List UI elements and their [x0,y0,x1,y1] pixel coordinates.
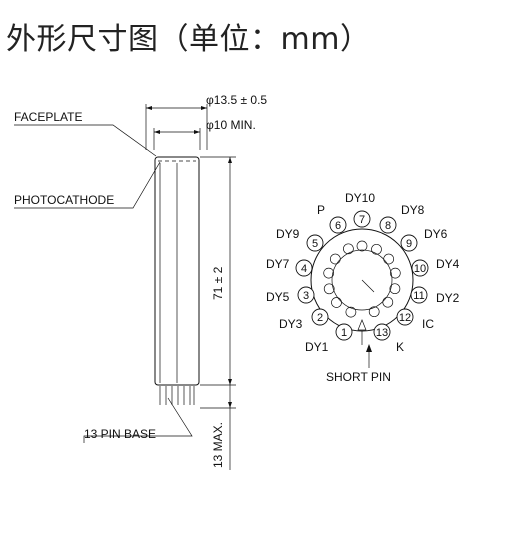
length-label: 71 ± 2 [211,266,225,300]
pin-name: DY2 [436,291,460,305]
pin-socket [382,296,394,308]
pin-circle [297,286,315,304]
pin-number: 6 [335,220,341,232]
pin-name: DY5 [266,290,290,304]
page-title: 外形尺寸图（单位：mm） [6,22,371,57]
pin-name: K [396,340,404,354]
pin-socket [329,253,341,265]
pin-socket [323,283,335,295]
diameter-min-label: φ10 MIN. [206,118,256,132]
faceplate-label: FACEPLATE [14,110,82,124]
pin-name: DY9 [276,227,300,241]
pin-socket [331,297,342,308]
pin-circle [306,234,324,252]
pin-circle [410,286,428,304]
pin-number: 7 [359,214,365,226]
pin-number: 8 [385,220,391,232]
pin-circle [329,216,347,234]
pin-name: DY1 [305,340,329,354]
tube-side-view [14,104,236,470]
pin-circle [311,308,329,326]
pin-socket [371,243,382,255]
pin-number: 2 [317,312,323,324]
base-pins [159,386,195,405]
pin-name: DY10 [345,191,375,205]
pin-circle [373,323,391,341]
pin-name: IC [422,317,434,331]
pin-circle [396,308,414,326]
pin-number: 12 [399,312,411,324]
pin-socket [389,283,401,295]
pin-socket [345,306,357,318]
pin-name: DY3 [279,317,303,331]
pin-number: 9 [406,238,412,250]
base-inner-circle [331,249,393,311]
pin-number: 10 [414,263,426,275]
pin-number: 5 [312,238,318,250]
pin-socket [389,267,401,279]
photocathode-label: PHOTOCATHODE [14,193,114,207]
pin-number: 11 [413,290,424,302]
pin-socket [323,267,335,279]
tube-body [154,156,200,386]
short-pin-label: SHORT PIN [326,370,391,384]
pin-name: DY6 [424,227,448,241]
base-max-label: 13 MAX. [211,422,225,468]
pin-number: 13 [376,327,388,339]
pin-socket [343,243,354,255]
pin-number: 1 [341,327,347,339]
pin-number: 4 [301,263,307,275]
pin-name: DY8 [401,203,425,217]
diameter-outer-label: φ13.5 ± 0.5 [206,93,267,107]
pin-circle [379,216,397,234]
pin-name: DY7 [266,257,290,271]
pin-socket [383,253,395,265]
pin-circle [335,323,353,341]
pin-socket [356,240,368,252]
pin-circle [400,234,418,252]
pin-circle [295,259,313,277]
pin-name: DY4 [436,257,460,271]
pin-base-label: 13 PIN BASE [84,427,156,441]
pin-circle [411,259,429,277]
pin-circle [353,210,371,228]
pin-name: P [317,203,325,217]
pin-number: 3 [303,290,309,302]
pin-socket [368,306,380,318]
